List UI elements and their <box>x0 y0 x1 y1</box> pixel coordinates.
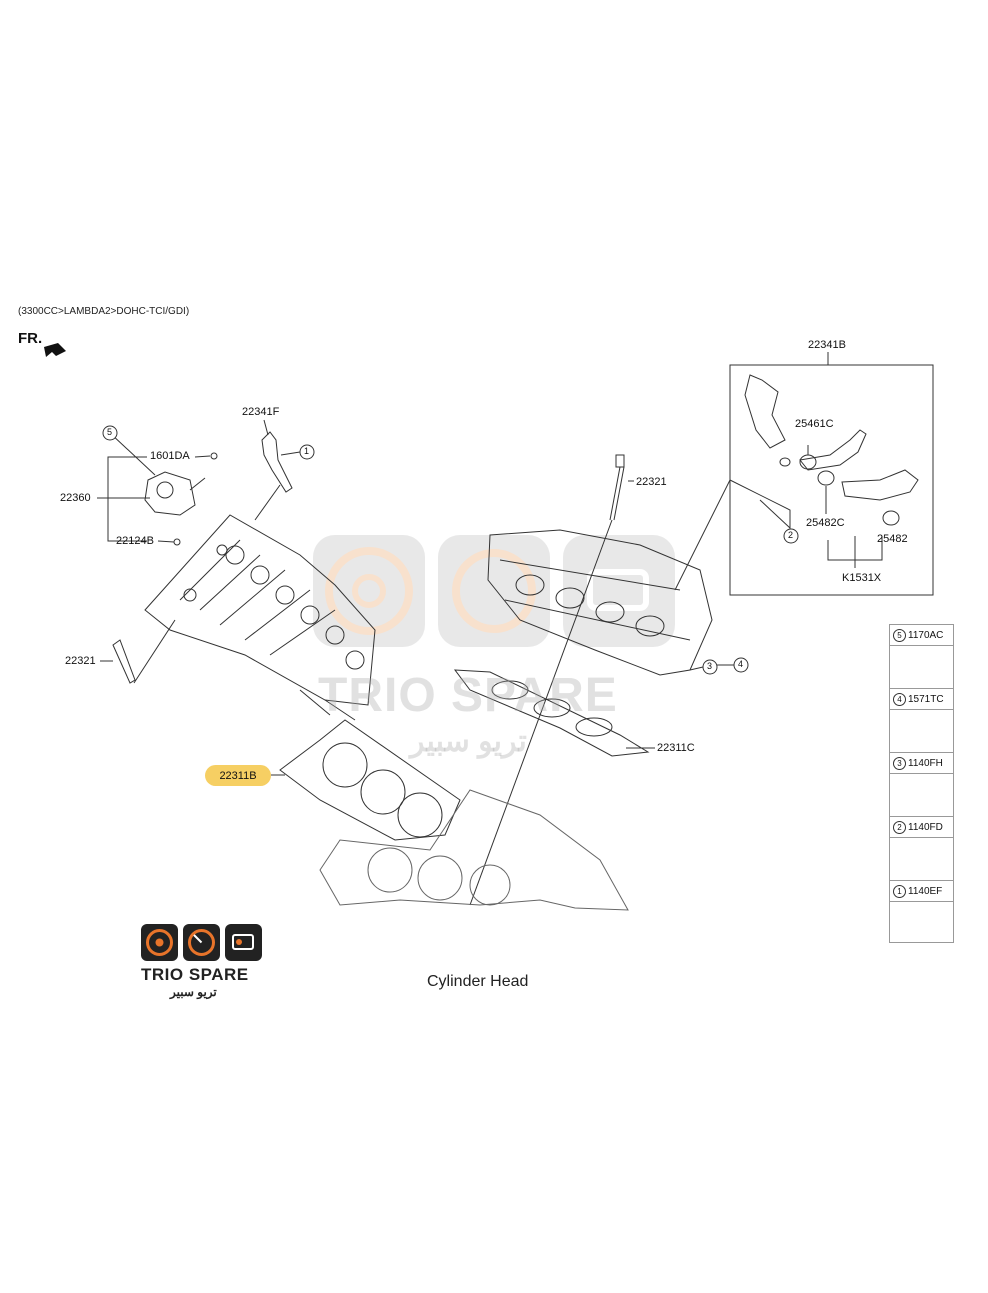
hose-assembly <box>744 374 919 526</box>
callout-box-22341B <box>674 352 934 596</box>
engine-block <box>319 789 629 911</box>
legend-body-1140EF <box>890 902 953 944</box>
watermark-text: TRIO SPARE <box>318 669 618 722</box>
oil-control-valve <box>144 452 218 546</box>
legend-code: 1140FD <box>908 821 943 833</box>
left-cylinder-head <box>144 514 376 721</box>
callout-22321-left: 22321 <box>65 655 96 667</box>
callout-1601DA: 1601DA <box>150 450 190 462</box>
engine-spec-label: (3300CC>LAMBDA2>DOHC-TCI/GDI) <box>18 306 190 317</box>
brand-logo-icon <box>141 924 262 961</box>
legend-head-1140FD: 2 1140FD <box>890 817 953 838</box>
callout-22311B-highlighted: 22311B <box>205 765 271 786</box>
ref-circle-5 <box>102 425 118 441</box>
callout-22321-top: 22321 <box>636 476 667 488</box>
legend-head-1170AC: 5 1170AC <box>890 625 953 646</box>
legend-head-1571TC: 4 1571TC <box>890 689 953 710</box>
callout-22311C: 22311C <box>657 742 695 754</box>
brand-name: TRIO SPARE <box>141 965 249 984</box>
bracket-22341F <box>254 419 301 521</box>
gasket-22311C <box>453 669 655 757</box>
callout-25482C: 25482C <box>806 517 845 529</box>
ref-num-4: 4 <box>738 659 744 669</box>
ref-circles <box>102 425 799 675</box>
legend-body-1170AC <box>890 646 953 689</box>
bolt-22321-top <box>469 454 634 906</box>
ref-circle-1 <box>299 444 315 460</box>
ref-num-3: 3 <box>707 661 713 671</box>
legend-code: 1140FH <box>908 757 943 769</box>
fastener-legend: 5 1170AC 4 1571TC 3 1140FH 2 1140FD 1 11… <box>889 624 954 943</box>
bolt-22321-left <box>100 619 176 684</box>
ref-circle-2 <box>783 528 799 544</box>
legend-body-1140FH <box>890 774 953 817</box>
callout-22360: 22360 <box>60 492 91 504</box>
callout-25482: 25482 <box>877 533 908 545</box>
ref-num-1: 1 <box>304 446 310 456</box>
diagram-caption: Cylinder Head <box>427 973 529 990</box>
ref-num-5: 5 <box>107 427 113 437</box>
callout-25461C: 25461C <box>795 418 834 430</box>
front-direction-label: FR. <box>18 330 43 347</box>
legend-head-1140EF: 1 1140EF <box>890 881 953 902</box>
callout-22341F: 22341F <box>242 406 280 418</box>
legend-num: 5 <box>893 628 906 642</box>
legend-code: 1571TC <box>908 693 944 705</box>
legend-num: 1 <box>893 884 906 898</box>
watermark-logo <box>313 535 675 647</box>
callout-K1531X: K1531X <box>842 572 882 584</box>
legend-num: 3 <box>893 756 906 770</box>
legend-body-1571TC <box>890 710 953 753</box>
legend-body-1140FD <box>890 838 953 881</box>
ref-num-2: 2 <box>788 530 794 540</box>
callout-22341B: 22341B <box>808 339 846 351</box>
gasket-22311B <box>271 719 461 841</box>
watermark-arabic-text: تريو سبير <box>410 725 527 758</box>
callout-22124B: 22124B <box>116 535 154 547</box>
legend-num: 2 <box>893 820 906 834</box>
legend-code: 1140EF <box>908 885 943 897</box>
legend-code: 1170AC <box>908 629 944 641</box>
brand-arabic-name: تريو سبير <box>170 985 217 999</box>
legend-head-1140FH: 3 1140FH <box>890 753 953 774</box>
legend-num: 4 <box>893 692 906 706</box>
front-arrow-icon <box>44 343 66 357</box>
